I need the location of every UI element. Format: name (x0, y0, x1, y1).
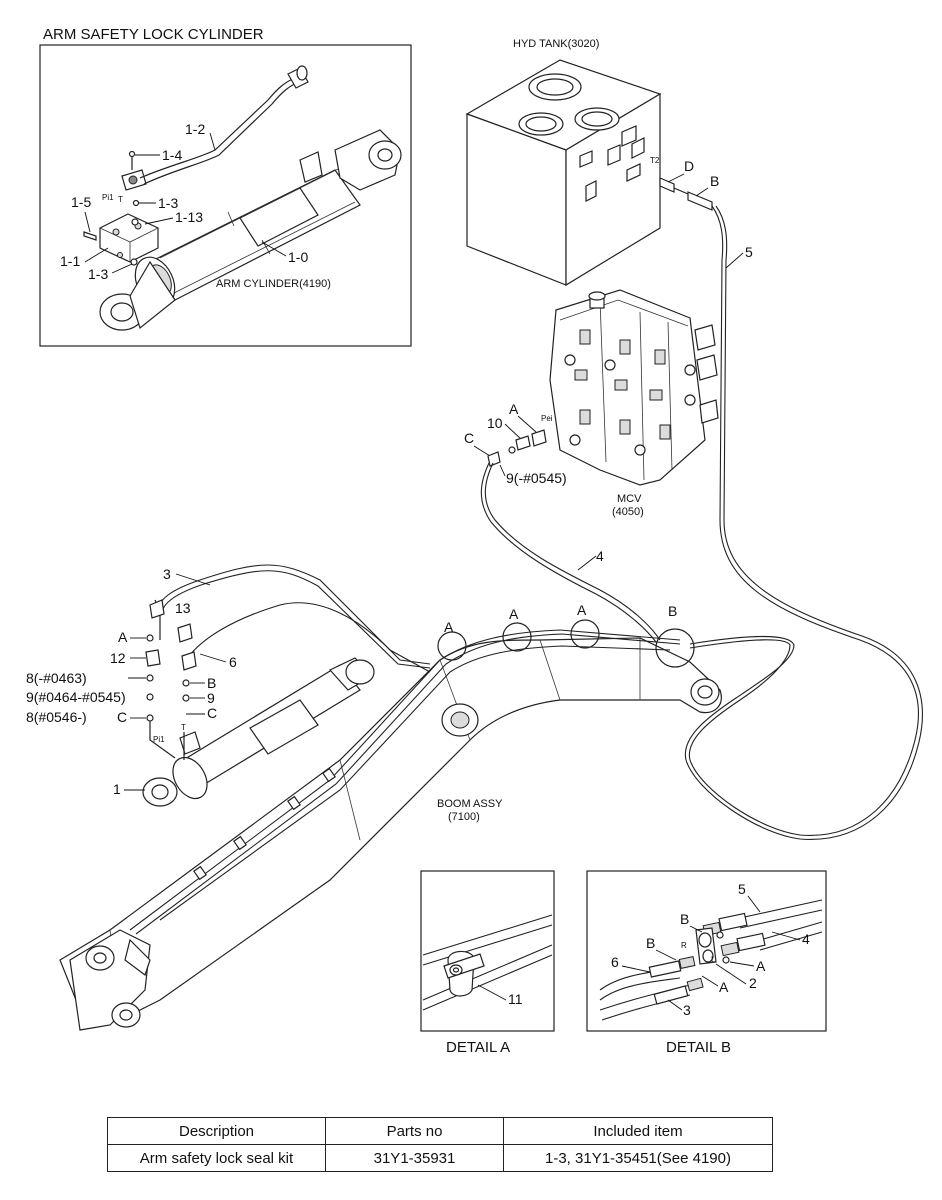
label-l: L (711, 955, 716, 964)
label-a-left: A (118, 629, 128, 645)
label-11: 11 (508, 991, 523, 1007)
inset-frame (39, 44, 412, 347)
mcv-name: MCV (617, 493, 642, 505)
label-4-detail: 4 (802, 931, 810, 947)
header-included-item: Included item (503, 1117, 773, 1145)
label-1: 1 (113, 781, 121, 797)
label-a-detail-b-2: A (719, 979, 729, 995)
label-c-mid: C (207, 705, 217, 721)
label-1-2: 1-2 (185, 121, 205, 137)
arm-cylinder-on-boom (142, 564, 431, 807)
label-6: 6 (229, 654, 237, 670)
label-1-0: 1-0 (288, 249, 308, 265)
main-control-valve: Pei A 10 C 9(-#0545) MCV (4050) (464, 289, 719, 518)
boom-name: BOOM ASSY (437, 798, 503, 810)
boom-assembly: A A A B BOOM ASSY (7100) (59, 602, 722, 1031)
header-description: Description (107, 1117, 326, 1145)
label-13: 13 (175, 600, 191, 616)
detail-a-title: DETAIL A (446, 1039, 510, 1056)
label-t-inset: T (118, 195, 123, 204)
label-5-detail: 5 (738, 881, 746, 897)
label-1-4: 1-4 (162, 147, 182, 163)
label-r: R (681, 941, 687, 950)
table-header-row: Description Parts no Included item (107, 1117, 773, 1145)
table-row: Arm safety lock seal kit 31Y1-35931 1-3,… (107, 1144, 773, 1172)
detail-b-title: DETAIL B (666, 1039, 731, 1056)
label-2: 2 (749, 975, 757, 991)
label-t-boom: T (181, 723, 186, 732)
label-a-mcv: A (509, 401, 519, 417)
label-pi1-boom: Pi1 (153, 735, 165, 744)
tank-title: HYD TANK(3020) (513, 38, 599, 50)
label-1-5: 1-5 (71, 194, 91, 210)
label-b-detail: B (668, 603, 677, 619)
label-a-detail-b-1: A (756, 958, 766, 974)
label-8b: 8(#0546-) (26, 709, 87, 725)
boom-code: (7100) (448, 811, 480, 823)
arm-safety-lock-inset: ARM SAFETY LOCK CYLINDER (39, 26, 412, 347)
label-a-detail-3: A (577, 602, 587, 618)
cell-parts-no: 31Y1-35931 (325, 1144, 504, 1172)
hydraulic-tank: HYD TANK(3020) T2 D B (465, 38, 719, 287)
label-12: 12 (110, 650, 126, 666)
label-b-mid: B (207, 675, 216, 691)
arm-cylinder-label: ARM CYLINDER(4190) (216, 278, 331, 290)
label-10: 10 (487, 415, 503, 431)
label-4-hose: 4 (596, 548, 604, 564)
label-b-tank: B (710, 173, 719, 189)
detail-a-frame (420, 870, 555, 1032)
detail-b-frame (586, 870, 827, 1032)
arm-pipe (139, 65, 309, 185)
label-c-left: C (117, 709, 127, 725)
boom-part-labels: 3 13 A 12 6 8(-#0463) B 9(#0464-#0545) 9… (26, 566, 237, 797)
header-parts-no: Parts no (325, 1117, 504, 1145)
mcv-code: (4050) (612, 506, 644, 518)
label-a-detail-1: A (444, 619, 454, 635)
label-8a: 8(-#0463) (26, 670, 87, 686)
cell-included-item: 1-3, 31Y1-35451(See 4190) (503, 1144, 773, 1172)
label-pi1-inset: Pi1 (102, 193, 114, 202)
label-a-detail-2: A (509, 606, 519, 622)
seal-kit-table: Description Parts no Included item Arm s… (107, 1117, 773, 1172)
label-d: D (684, 158, 694, 174)
label-t2: T2 (650, 156, 660, 165)
label-9c: 9 (207, 690, 215, 706)
label-5-hose: 5 (745, 244, 753, 260)
detail-b: 5 B 4 6 B R L A 2 A 3 DETAIL B (586, 870, 827, 1056)
label-3: 3 (163, 566, 171, 582)
label-b-detail-2: B (646, 935, 655, 951)
label-9b: 9(#0464-#0545) (26, 689, 126, 705)
label-9-mcv: 9(-#0545) (506, 470, 567, 486)
label-1-13: 1-13 (175, 209, 203, 225)
safety-valve-block (83, 150, 159, 266)
label-3-detail: 3 (683, 1002, 691, 1018)
label-c-mcv: C (464, 430, 474, 446)
detail-a: 11 DETAIL A (420, 870, 555, 1056)
label-pei: Pei (541, 414, 553, 423)
label-1-3-bottom: 1-3 (88, 266, 108, 282)
hose-routes: 5 4 (480, 205, 923, 840)
label-1-3-top: 1-3 (158, 195, 178, 211)
cell-description: Arm safety lock seal kit (107, 1144, 326, 1172)
label-1-1: 1-1 (60, 253, 80, 269)
label-6-detail: 6 (611, 954, 619, 970)
label-b-detail-1: B (680, 911, 689, 927)
arm-cylinder-drawing (99, 129, 402, 331)
inset-title: ARM SAFETY LOCK CYLINDER (43, 26, 264, 43)
